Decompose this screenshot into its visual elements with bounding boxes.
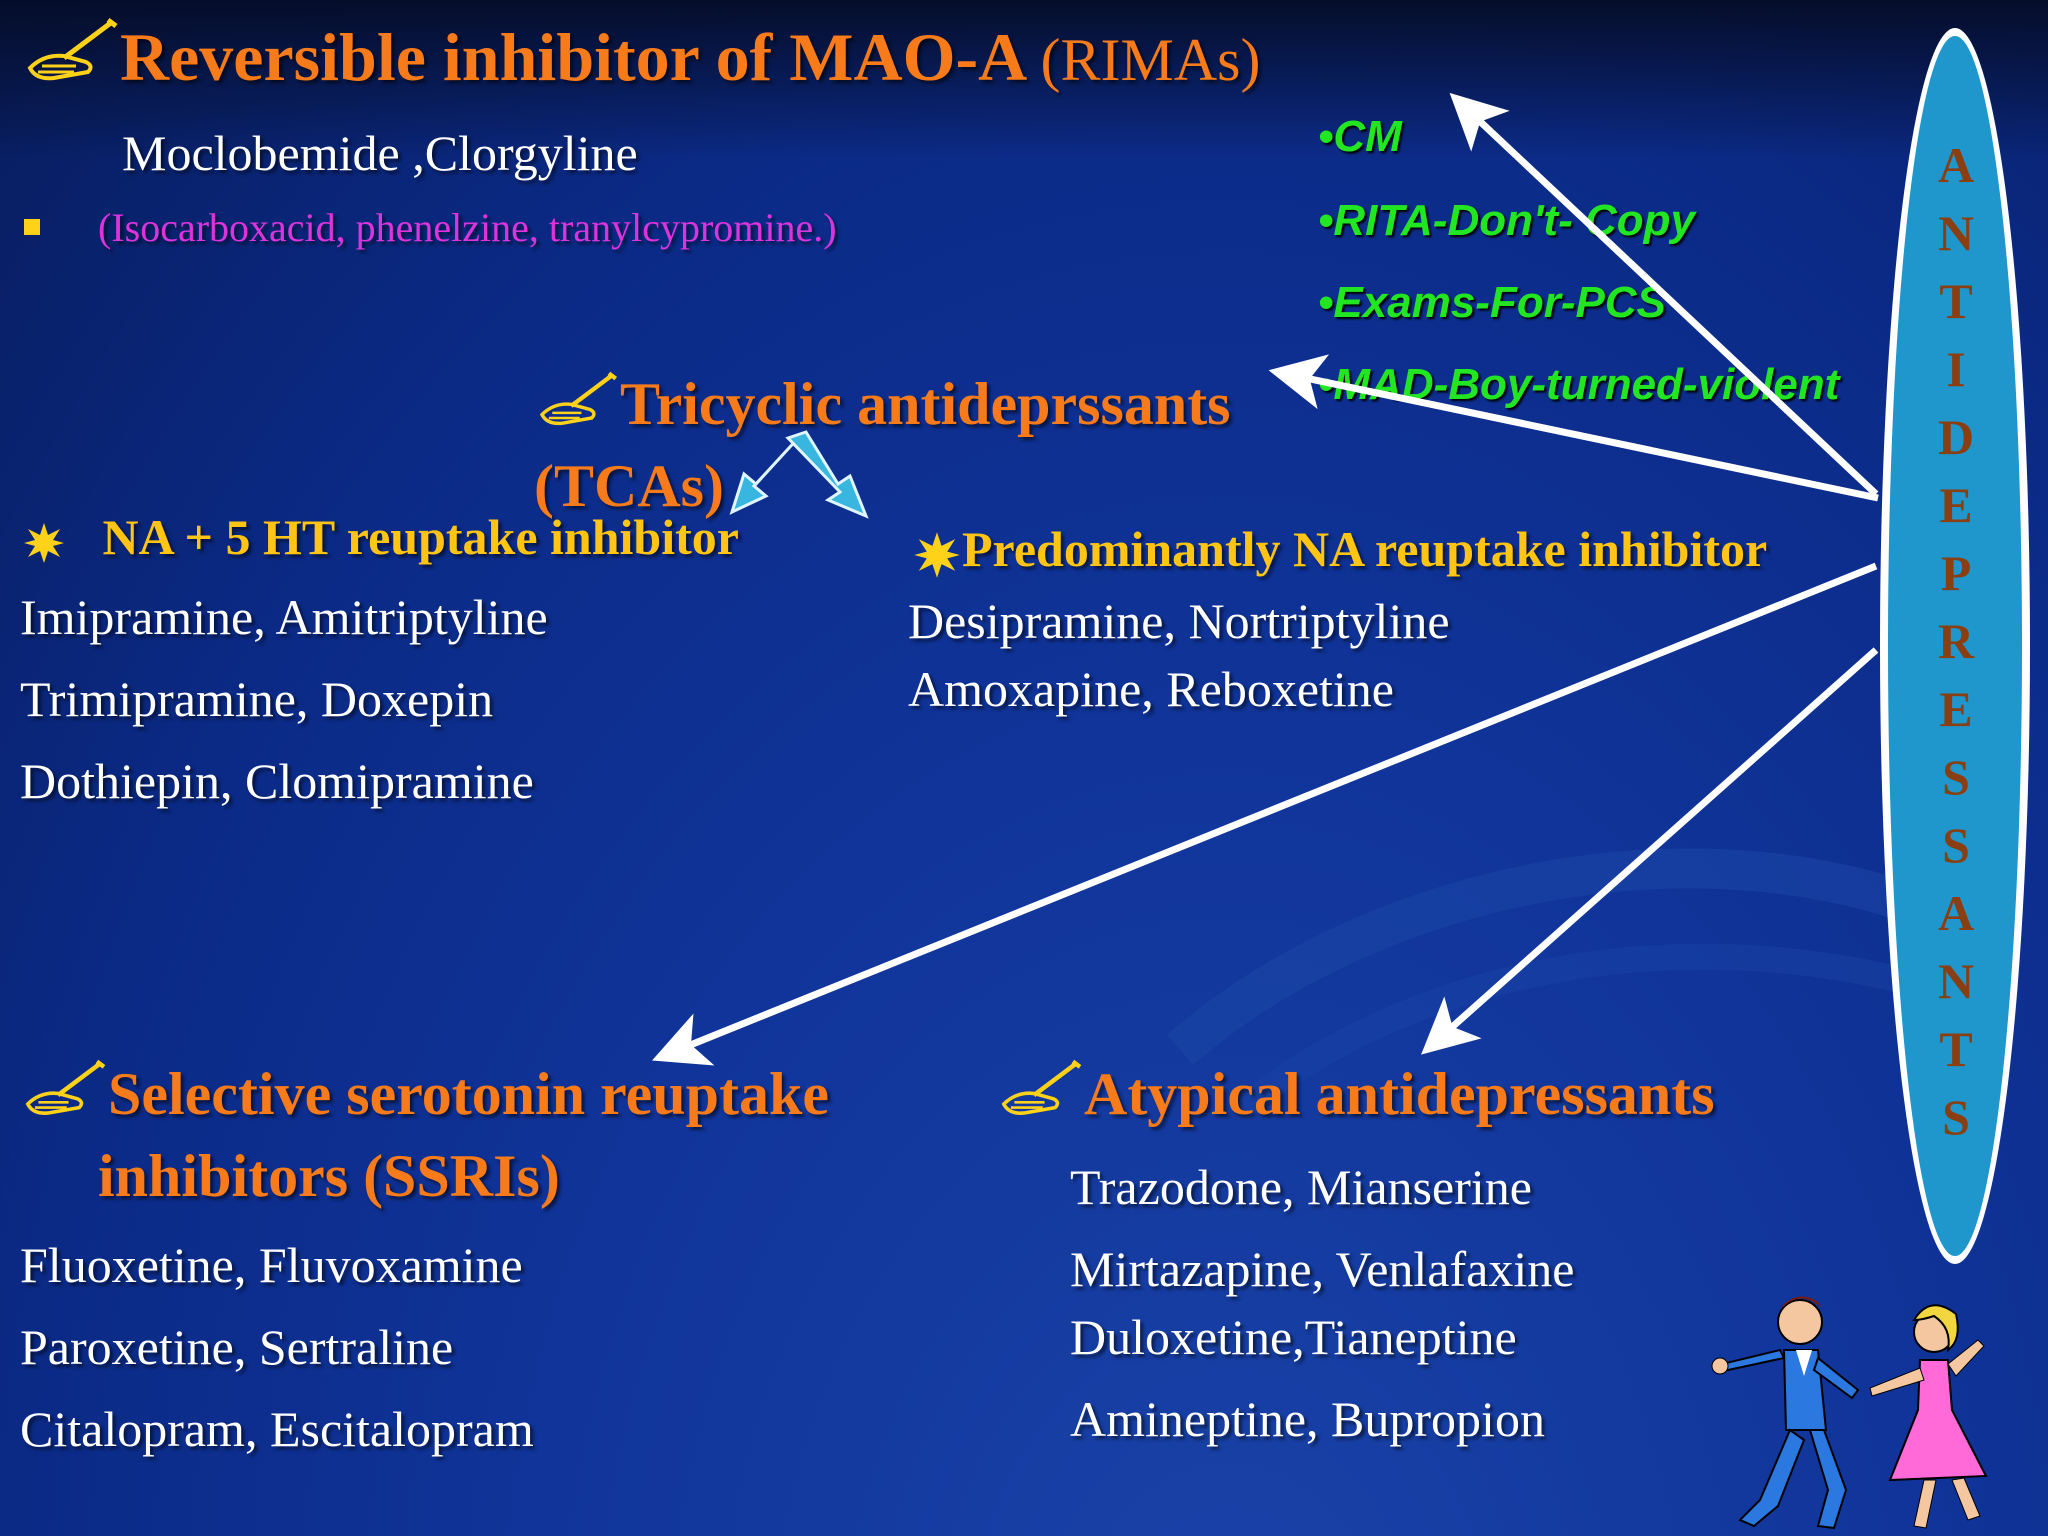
tca-left-drugs-2: Trimipramine, Doxepin	[20, 671, 494, 727]
vertical-letter: A	[1937, 885, 1975, 941]
vertical-letter: R	[1937, 613, 1975, 669]
vertical-letter: S	[1942, 749, 1970, 805]
vertical-letter: A	[1937, 137, 1975, 193]
sunburst-star-icon	[914, 531, 960, 578]
mnemonic-line-2: •RITA-Don't- Copy	[1318, 196, 1695, 245]
atypical-drugs-2: Mirtazapine, Venlafaxine	[1070, 1241, 1575, 1297]
sunburst-star-icon	[24, 522, 64, 563]
atypical-heading: Atypical antidepressants	[998, 1058, 1715, 1129]
atypical-title: Atypical antidepressants	[1084, 1061, 1715, 1127]
ssris-title-line1: Selective serotonin reuptake	[108, 1061, 830, 1127]
atypical-drugs-1: Trazodone, Mianserine	[1070, 1159, 1532, 1215]
mnemonic-line-3: •Exams-For-PCS	[1318, 278, 1666, 327]
atypical-drugs-3: Duloxetine,Tianeptine	[1070, 1309, 1517, 1365]
vertical-letter: T	[1939, 1021, 1973, 1077]
ssri-drugs-1: Fluoxetine, Fluvoxamine	[20, 1237, 523, 1293]
dancing-couple-clipart	[1711, 1296, 1988, 1530]
atypical-drugs-4: Amineptine, Bupropion	[1070, 1391, 1545, 1447]
tca-left-drugs-1: Imipramine, Amitriptyline	[20, 589, 548, 645]
ssri-drugs-3: Citalopram, Escitalopram	[20, 1401, 534, 1457]
vertical-letter: N	[1937, 205, 1975, 261]
arrow-to-atypical	[1421, 647, 1879, 1055]
writing-hand-icon	[539, 371, 617, 426]
tca-right-drugs-2: Amoxapine, Reboxetine	[908, 661, 1394, 717]
rimas-abbrev: (RIMAs)	[1040, 27, 1261, 93]
vertical-letter: N	[1937, 953, 1975, 1009]
antidepressants-ellipse	[1880, 28, 2030, 1264]
tca-right-heading: Predominantly NA reuptake inhibitor	[912, 520, 1767, 580]
writing-hand-icon	[27, 18, 118, 81]
arrow-to-ssris	[652, 562, 1878, 1066]
arrow-to-tcas	[1268, 354, 1879, 502]
tca-left-drugs-3: Dothiepin, Clomipramine	[20, 753, 534, 809]
vertical-letter: S	[1942, 817, 1970, 873]
rimas-heading: Reversible inhibitor of MAO-A (RIMAs)	[24, 16, 1260, 97]
ssris-title-line2: inhibitors (SSRIs)	[98, 1143, 560, 1209]
vertical-letter: I	[1946, 341, 1966, 397]
tca-right-heading-text: Predominantly NA reuptake inhibitor	[962, 521, 1768, 577]
rimas-drugs: Moclobemide ,Clorgyline	[122, 125, 638, 181]
tca-left-heading: NA + 5 HT reuptake inhibitor	[22, 508, 739, 566]
mnemonic-line-1: •CM	[1318, 112, 1402, 161]
ssris-heading: Selective serotonin reuptake	[22, 1058, 829, 1129]
arrow-to-rimas	[1449, 92, 1879, 497]
vertical-letter: T	[1939, 273, 1973, 329]
vertical-letter: S	[1942, 1089, 1970, 1145]
tca-split-arrows	[729, 430, 869, 519]
writing-hand-icon	[25, 1059, 106, 1115]
top-gradient	[0, 0, 2048, 160]
tca-left-heading-text: NA + 5 HT reuptake inhibitor	[102, 509, 739, 565]
vertical-letter: P	[1940, 545, 1972, 601]
ssri-drugs-2: Paroxetine, Sertraline	[20, 1319, 454, 1375]
tca-right-drugs-1: Desipramine, Nortriptyline	[908, 593, 1450, 649]
mao-inhibitors-list: (Isocarboxacid, phenelzine, tranylcyprom…	[98, 205, 837, 250]
rimas-title: Reversible inhibitor of MAO-A	[120, 19, 1024, 95]
tcas-title: Tricyclic antideprssants	[620, 371, 1231, 437]
vertical-letter: E	[1939, 681, 1973, 737]
vertical-letter: E	[1939, 477, 1973, 533]
tcas-abbrev: (TCAs)	[534, 453, 724, 519]
square-bullet-icon	[24, 219, 40, 235]
tcas-heading: Tricyclic antideprssants	[536, 370, 1231, 439]
vertical-letter: D	[1937, 409, 1975, 465]
writing-hand-icon	[1001, 1059, 1082, 1115]
